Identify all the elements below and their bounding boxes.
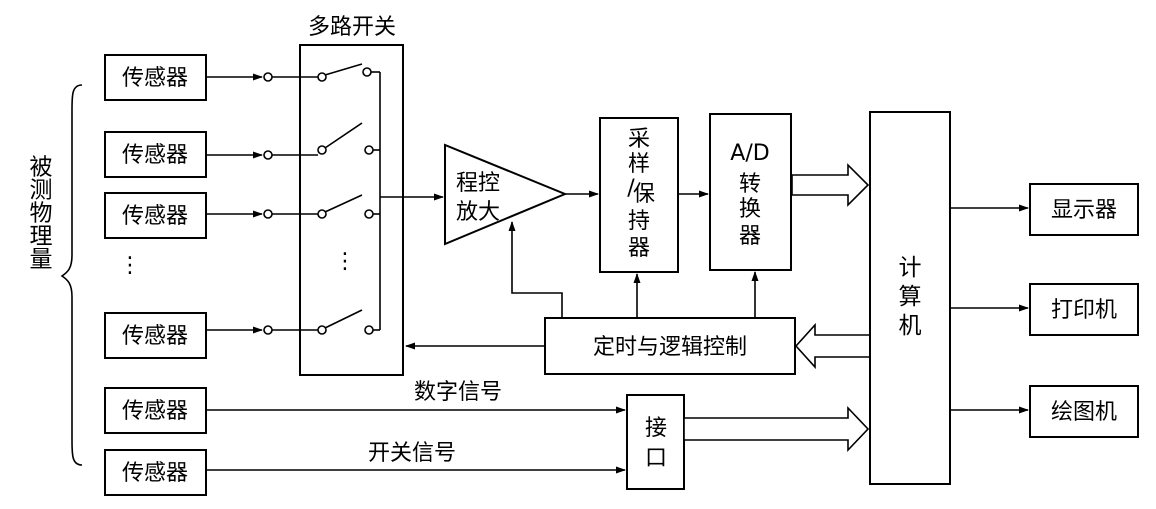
sh-char-3: / — [627, 176, 635, 201]
adc-label-3: 换 — [739, 197, 761, 222]
sensor-6: 传感器 — [104, 449, 207, 496]
pga-label-1: 程控 — [456, 171, 500, 196]
switch-signal-label: 开关信号 — [368, 441, 456, 466]
sensor-6-label: 传感器 — [122, 461, 188, 486]
interface-char-1: 接 — [645, 416, 667, 441]
mux-ellipsis: ⋮ — [334, 249, 356, 274]
computer-char-3: 机 — [899, 313, 922, 339]
interface-char-2: 口 — [645, 446, 667, 471]
sensor-3: 传感器 — [104, 192, 207, 239]
pga-label-2: 放大 — [456, 200, 500, 225]
display-device: 显示器 — [1029, 183, 1139, 236]
adc-label-4: 器 — [739, 224, 761, 249]
display-label: 显示器 — [1051, 198, 1117, 223]
sensor-4: 传感器 — [104, 312, 207, 359]
sensor-group-brace — [60, 84, 83, 466]
sh-char-1: 采 — [628, 127, 650, 152]
printer-device: 打印机 — [1029, 283, 1139, 336]
sensor-1-label: 传感器 — [122, 66, 188, 91]
computer-to-timing-bus — [794, 322, 871, 370]
sensor-1: 传感器 — [104, 54, 207, 101]
printer-label: 打印机 — [1051, 298, 1117, 323]
adc-label-2: 转 — [739, 172, 761, 197]
interface: 接 口 — [626, 394, 685, 490]
sensor-2-label: 传感器 — [122, 143, 188, 168]
digital-signal-label: 数字信号 — [414, 380, 502, 405]
sensor-ellipsis: ⋮ — [119, 253, 141, 278]
sensor-5: 传感器 — [104, 387, 207, 434]
computer-char-2: 算 — [899, 284, 922, 310]
sensor-4-label: 传感器 — [122, 324, 188, 349]
sensor-2: 传感器 — [104, 131, 207, 178]
multiplexer-switch — [299, 44, 404, 376]
plotter-device: 绘图机 — [1029, 385, 1139, 438]
adc-label-1: A/D — [730, 141, 769, 166]
plotter-label: 绘图机 — [1051, 400, 1117, 425]
computer: 计 算 机 — [869, 111, 951, 485]
mux-title: 多路开关 — [308, 15, 396, 40]
sh-char-4: 保 — [633, 182, 655, 207]
timing-logic-label: 定时与逻辑控制 — [593, 335, 747, 360]
sh-char-6: 器 — [628, 236, 650, 261]
sh-char-2: 样 — [628, 152, 650, 177]
interface-to-computer-bus — [683, 406, 870, 452]
programmable-gain-amplifier: 程控 放大 — [444, 143, 568, 246]
measured-quantity-label: 被测物理量 — [25, 155, 53, 270]
sample-hold: 采 样 / 保 持 器 — [599, 117, 679, 273]
computer-char-1: 计 — [899, 255, 922, 281]
timing-logic-control: 定时与逻辑控制 — [544, 317, 796, 375]
sensor-3-label: 传感器 — [122, 204, 188, 229]
adc-to-computer-bus — [791, 163, 870, 207]
mux-switches: ⋮ — [300, 63, 381, 335]
sh-char-5: 持 — [628, 209, 650, 234]
sensor-5-label: 传感器 — [122, 399, 188, 424]
ad-converter: A/D 转 换 器 — [709, 113, 792, 271]
